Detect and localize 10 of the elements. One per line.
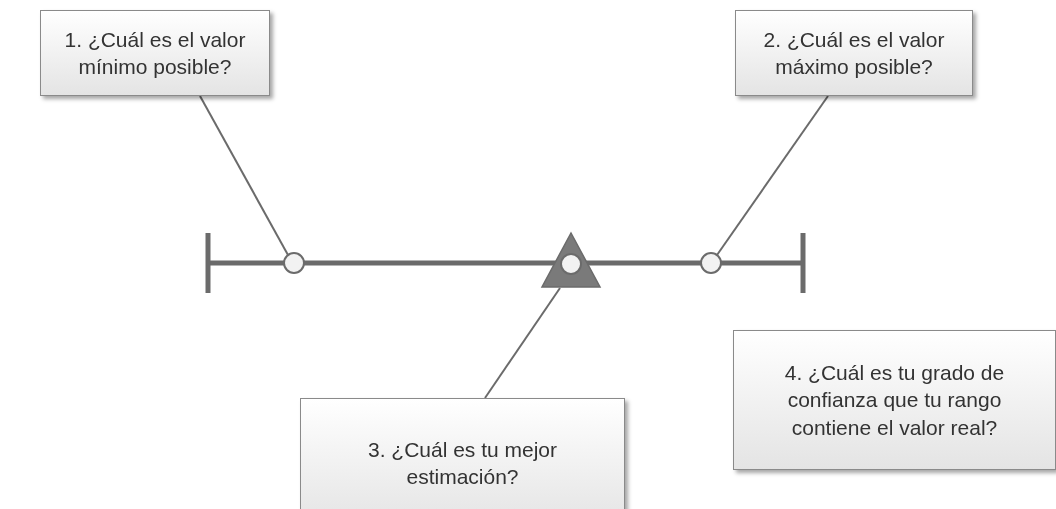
leader-line (199, 95, 289, 256)
leader-line (716, 95, 829, 256)
question-text: 1. ¿Cuál es el valor mínimo posible? (63, 26, 247, 80)
marker-circle (700, 252, 722, 274)
estimate-triangle (540, 231, 602, 288)
leader-line (484, 287, 561, 399)
question-text: 3. ¿Cuál es tu mejor estimación? (366, 436, 559, 490)
question-text: 2. ¿Cuál es el valor máximo posible? (762, 26, 946, 80)
marker-circle (283, 252, 305, 274)
question-text: 4. ¿Cuál es tu grado de confianza que tu rango contiene el valor real? (783, 360, 1006, 441)
